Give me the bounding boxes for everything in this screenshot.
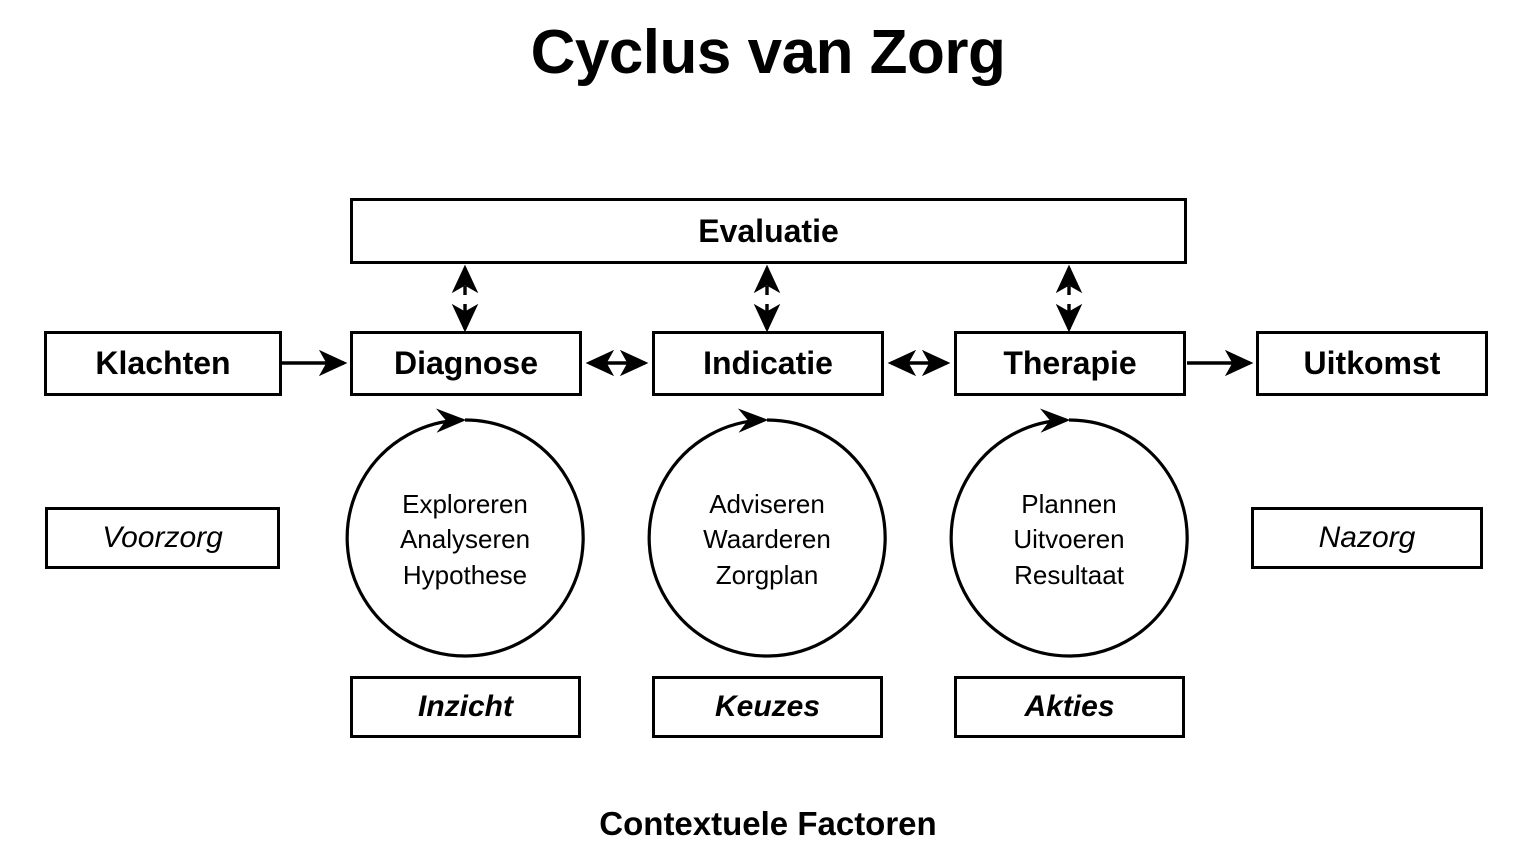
cycle-1-step-1: Exploreren bbox=[402, 489, 528, 519]
klachten-box[interactable]: Klachten bbox=[44, 331, 282, 396]
cycle-2-step-1: Adviseren bbox=[709, 489, 825, 519]
cycle-3-steps: Plannen Uitvoeren Resultaat bbox=[969, 487, 1169, 593]
cycle-3-step-3: Resultaat bbox=[1014, 559, 1124, 590]
voorzorg-label: Voorzorg bbox=[102, 521, 223, 554]
evaluatie-box[interactable]: Evaluatie bbox=[350, 198, 1187, 264]
cycle-1-steps: Exploreren Analyseren Hypothese bbox=[365, 487, 565, 593]
keuzes-box[interactable]: Keuzes bbox=[652, 676, 883, 738]
indicatie-box[interactable]: Indicatie bbox=[652, 331, 884, 396]
cycle-2-steps: Adviseren Waarderen Zorgplan bbox=[667, 487, 867, 593]
footer-label: Contextuele Factoren bbox=[599, 805, 937, 842]
cycle-1-step-2: Analyseren bbox=[399, 524, 531, 555]
therapie-box[interactable]: Therapie bbox=[954, 331, 1186, 396]
akties-label: Akties bbox=[1024, 690, 1115, 723]
cycle-3-step-1: Plannen bbox=[1021, 489, 1117, 519]
nazorg-box[interactable]: Nazorg bbox=[1251, 507, 1483, 569]
uitkomst-label: Uitkomst bbox=[1303, 345, 1441, 381]
cycle-3-step-2: Uitvoeren bbox=[1013, 524, 1125, 555]
diagnose-box[interactable]: Diagnose bbox=[350, 331, 582, 396]
cycle-2-step-2: Waarderen bbox=[703, 524, 831, 555]
cycle-2-step-3: Zorgplan bbox=[715, 559, 819, 590]
inzicht-box[interactable]: Inzicht bbox=[350, 676, 581, 738]
nazorg-label: Nazorg bbox=[1318, 521, 1416, 554]
klachten-label: Klachten bbox=[95, 345, 231, 381]
inzicht-label: Inzicht bbox=[418, 690, 513, 723]
cycle-1-step-3: Hypothese bbox=[402, 559, 528, 590]
keuzes-label: Keuzes bbox=[714, 690, 821, 723]
voorzorg-box[interactable]: Voorzorg bbox=[45, 507, 280, 569]
therapie-label: Therapie bbox=[1003, 345, 1137, 381]
page-title: Cyclus van Zorg bbox=[530, 18, 1006, 87]
indicatie-label: Indicatie bbox=[703, 345, 833, 381]
evaluatie-label: Evaluatie bbox=[698, 212, 839, 249]
akties-box[interactable]: Akties bbox=[954, 676, 1185, 738]
uitkomst-box[interactable]: Uitkomst bbox=[1256, 331, 1488, 396]
diagnose-label: Diagnose bbox=[393, 345, 539, 381]
